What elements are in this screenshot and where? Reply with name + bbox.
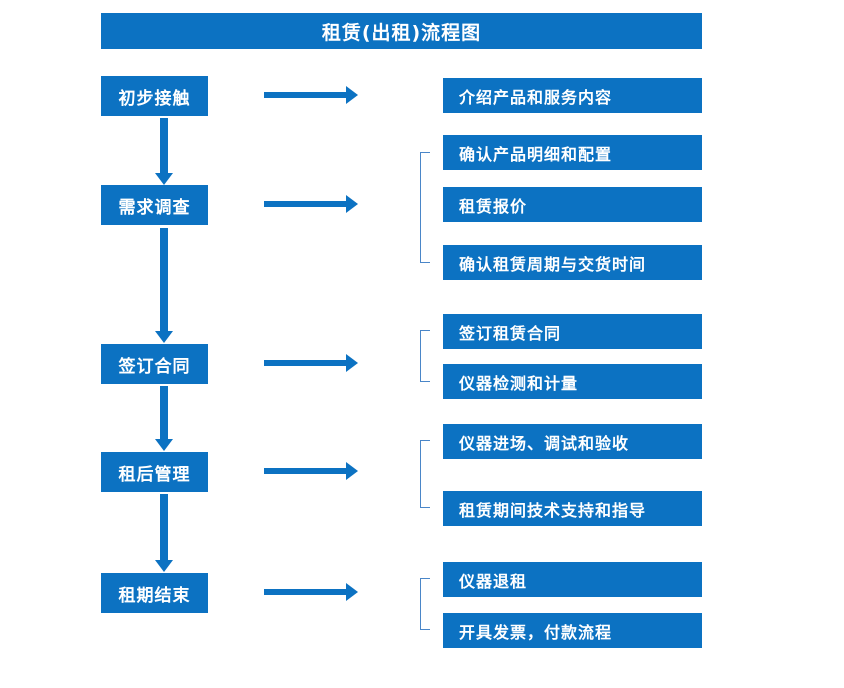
task-box-4[interactable]: 确认租赁周期与交货时间 [443,245,702,280]
stage-box-5[interactable]: 租期结束 [101,573,208,613]
page-title: 租赁(出租)流程图 [101,13,702,49]
right-arrow-icon-3 [264,354,358,372]
down-arrow-icon-2 [155,228,173,343]
task-box-9[interactable]: 仪器退租 [443,562,702,597]
group-bracket-1 [420,152,430,263]
task-box-1[interactable]: 介绍产品和服务内容 [443,78,702,113]
stage-box-4[interactable]: 租后管理 [101,452,208,492]
task-box-5[interactable]: 签订租赁合同 [443,314,702,349]
down-arrow-icon-1 [155,118,173,185]
right-arrow-icon-2 [264,195,358,213]
group-bracket-4 [420,578,430,630]
down-arrow-icon-4 [155,494,173,572]
task-box-6[interactable]: 仪器检测和计量 [443,364,702,399]
right-arrow-icon-5 [264,583,358,601]
group-bracket-3 [420,440,430,508]
task-box-7[interactable]: 仪器进场、调试和验收 [443,424,702,459]
stage-box-2[interactable]: 需求调查 [101,185,208,225]
task-box-2[interactable]: 确认产品明细和配置 [443,135,702,170]
stage-box-3[interactable]: 签订合同 [101,344,208,384]
stage-box-1[interactable]: 初步接触 [101,76,208,116]
task-box-3[interactable]: 租赁报价 [443,187,702,222]
group-bracket-2 [420,330,430,382]
down-arrow-icon-3 [155,386,173,451]
right-arrow-icon-1 [264,86,358,104]
right-arrow-icon-4 [264,462,358,480]
task-box-8[interactable]: 租赁期间技术支持和指导 [443,491,702,526]
task-box-10[interactable]: 开具发票，付款流程 [443,613,702,648]
